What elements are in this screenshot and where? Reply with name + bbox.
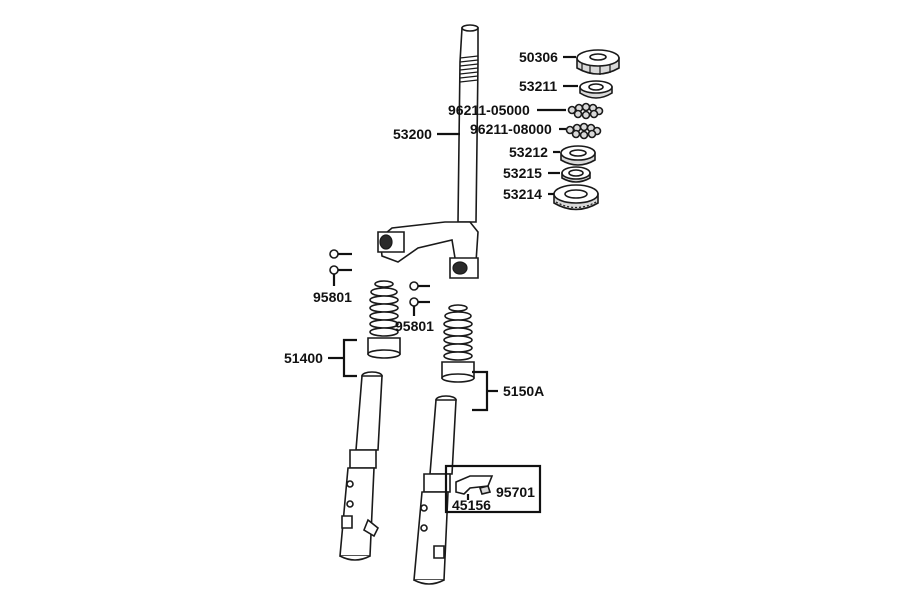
label-95701: 95701 xyxy=(496,484,535,500)
label-51400: 51400 xyxy=(284,350,323,366)
clamp-bolts-95801-left-part xyxy=(329,249,352,275)
race-53214-part xyxy=(553,184,599,211)
label-53212: 53212 xyxy=(509,144,548,160)
left-fork-leg-part xyxy=(339,371,383,561)
bearing-balls-96211-08000-part xyxy=(565,122,602,140)
left-fork-dust-boot-part xyxy=(367,280,401,359)
locknut-50306-part xyxy=(576,49,620,75)
label-53200: 53200 xyxy=(393,126,432,142)
label-95801-right: 95801 xyxy=(395,318,434,334)
label-53215: 53215 xyxy=(503,165,542,181)
right-fork-leg-part xyxy=(413,395,457,585)
leader-lines xyxy=(328,55,578,514)
label-53214: 53214 xyxy=(503,186,542,202)
right-fork-dust-boot-part xyxy=(441,304,475,383)
label-95801-left: 95801 xyxy=(313,289,352,305)
label-96211-05000: 96211-05000 xyxy=(448,102,530,118)
race-53215-part xyxy=(561,166,591,183)
bracket-45156-part xyxy=(455,475,494,500)
steering-stem-part xyxy=(377,24,479,279)
race-53211-part xyxy=(579,80,613,99)
label-96211-08000: 96211-08000 xyxy=(470,121,552,137)
bearing-balls-96211-05000-part xyxy=(567,102,604,120)
part-number-labels: 50306 53211 96211-05000 96211-08000 5321… xyxy=(284,49,558,513)
race-53212-part xyxy=(560,145,596,166)
clip-95701-part xyxy=(478,485,492,495)
label-5150A: 5150A xyxy=(503,383,544,399)
label-45156: 45156 xyxy=(452,497,491,513)
label-53211: 53211 xyxy=(519,78,557,94)
clamp-bolts-95801-right-part xyxy=(409,281,430,307)
label-50306: 50306 xyxy=(519,49,558,65)
